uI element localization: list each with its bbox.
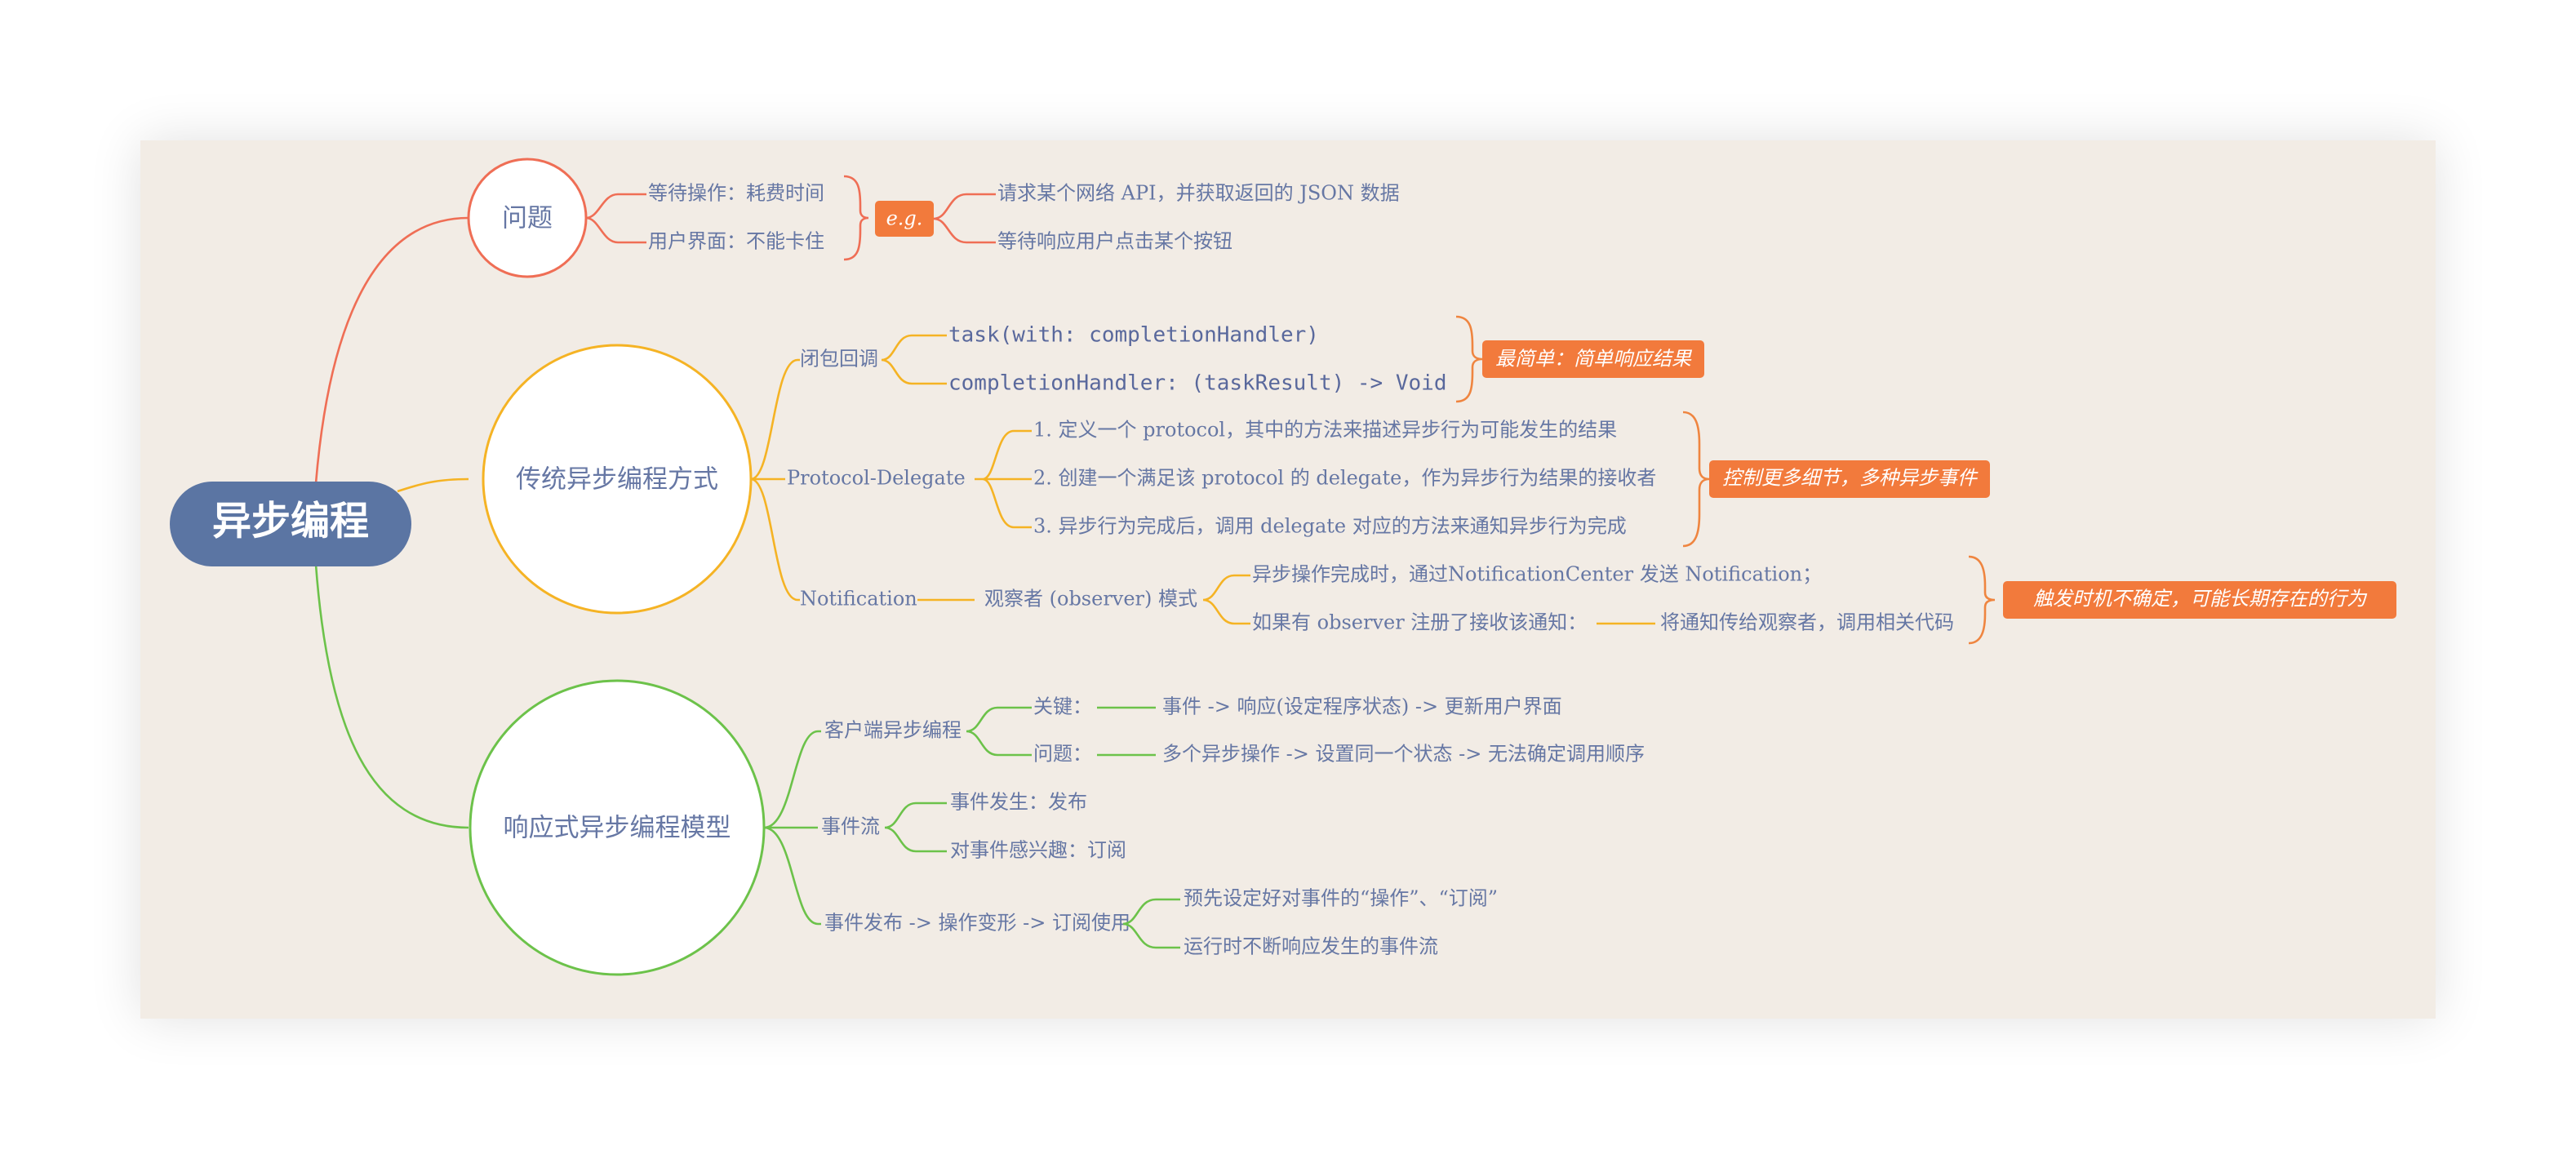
protocol-item: 2. 创建一个满足该 protocol 的 delegate，作为异步行为结果的… bbox=[1033, 467, 1656, 490]
mind-map-canvas: 异步编程 问题 等待操作：耗费时间 用户界面：不能卡住 e.g. 请求某个网络 … bbox=[140, 140, 2436, 1019]
notification-pattern: 观察者 (observer) 模式 bbox=[984, 588, 1197, 611]
root-node[interactable]: 异步编程 bbox=[170, 482, 411, 566]
example-item: 请求某个网络 API，并获取返回的 JSON 数据 bbox=[997, 182, 1400, 205]
callout-closure-text: 最简单：简单响应结果 bbox=[1495, 348, 1693, 371]
bracket-protocol bbox=[1682, 411, 1710, 548]
notification-item: 如果有 observer 注册了接收该通知： bbox=[1252, 611, 1587, 634]
connector-root-problem bbox=[314, 216, 469, 484]
notification-label: Notification bbox=[800, 588, 917, 611]
topic-problem[interactable]: 问题 bbox=[467, 158, 588, 278]
client-key: 关键： bbox=[1033, 695, 1092, 718]
callout-closure[interactable]: 最简单：简单响应结果 bbox=[1482, 340, 1704, 378]
eg-tag[interactable]: e.g. bbox=[875, 201, 934, 237]
topic-traditional-label: 传统异步编程方式 bbox=[516, 465, 718, 495]
callout-notification-text: 触发时机不确定，可能长期存在的行为 bbox=[2033, 588, 2368, 611]
connector-stream-items bbox=[884, 802, 947, 853]
connector-protocol-items bbox=[975, 429, 1032, 529]
stream-item: 事件发生：发布 bbox=[950, 791, 1087, 814]
connector-traditional-branches bbox=[750, 358, 800, 602]
closure-item: completionHandler: (taskResult) -> Void bbox=[948, 371, 1446, 396]
client-label: 客户端异步编程 bbox=[824, 719, 962, 742]
topic-reactive[interactable]: 响应式异步编程模型 bbox=[469, 679, 766, 976]
publish-label: 事件发布 -> 操作变形 -> 订阅使用 bbox=[824, 912, 1130, 935]
client-value: 事件 -> 响应(设定程序状态) -> 更新用户界面 bbox=[1162, 695, 1562, 718]
client-key: 问题： bbox=[1033, 743, 1092, 766]
connector-closure-items bbox=[881, 334, 947, 385]
root-label: 异步编程 bbox=[212, 499, 369, 544]
problem-item: 等待操作：耗费时间 bbox=[648, 182, 824, 205]
publish-item: 预先设定好对事件的“操作”、“订阅” bbox=[1184, 887, 1498, 910]
connector-root-reactive bbox=[314, 564, 469, 829]
bracket-closure bbox=[1455, 315, 1483, 403]
callout-protocol[interactable]: 控制更多细节，多种异步事件 bbox=[1709, 460, 1990, 498]
bracket-notification bbox=[1968, 555, 1996, 645]
closure-item: task(with: completionHandler) bbox=[948, 323, 1319, 348]
closure-label: 闭包回调 bbox=[800, 348, 878, 371]
topic-traditional[interactable]: 传统异步编程方式 bbox=[482, 344, 753, 615]
mind-map: 异步编程 问题 等待操作：耗费时间 用户界面：不能卡住 e.g. 请求某个网络 … bbox=[170, 158, 2396, 976]
protocol-item: 3. 异步行为完成后，调用 delegate 对应的方法来通知异步行为完成 bbox=[1033, 515, 1627, 538]
callout-protocol-text: 控制更多细节，多种异步事件 bbox=[1722, 467, 1979, 490]
stream-label: 事件流 bbox=[821, 815, 880, 838]
connector-root-traditional bbox=[397, 477, 469, 493]
topic-reactive-label: 响应式异步编程模型 bbox=[504, 814, 731, 843]
stream-item: 对事件感兴趣：订阅 bbox=[950, 839, 1126, 862]
topic-problem-label: 问题 bbox=[502, 204, 553, 233]
example-item: 等待响应用户点击某个按钮 bbox=[997, 230, 1232, 253]
connector-reactive-branches bbox=[763, 730, 821, 926]
problem-item: 用户界面：不能卡住 bbox=[648, 230, 824, 253]
notification-item: 异步操作完成时，通过NotificationCenter 发送 Notifica… bbox=[1252, 563, 1822, 586]
notification-result: 将通知传给观察者，调用相关代码 bbox=[1660, 611, 1954, 634]
publish-item: 运行时不断响应发生的事件流 bbox=[1184, 935, 1438, 958]
connector-publish-items bbox=[1122, 898, 1180, 949]
connector-client-rows bbox=[966, 706, 1032, 757]
connector-eg-examples bbox=[933, 193, 996, 244]
callout-notification[interactable]: 触发时机不确定，可能长期存在的行为 bbox=[2003, 581, 2396, 619]
protocol-item: 1. 定义一个 protocol，其中的方法来描述异步行为可能发生的结果 bbox=[1033, 419, 1617, 442]
bracket-problem bbox=[843, 175, 869, 261]
client-value: 多个异步操作 -> 设置同一个状态 -> 无法确定调用顺序 bbox=[1162, 743, 1645, 766]
eg-label: e.g. bbox=[886, 207, 923, 230]
connector-notification-items bbox=[1202, 574, 1250, 625]
protocol-label: Protocol-Delegate bbox=[787, 467, 966, 490]
connector-problem-items bbox=[585, 193, 646, 244]
